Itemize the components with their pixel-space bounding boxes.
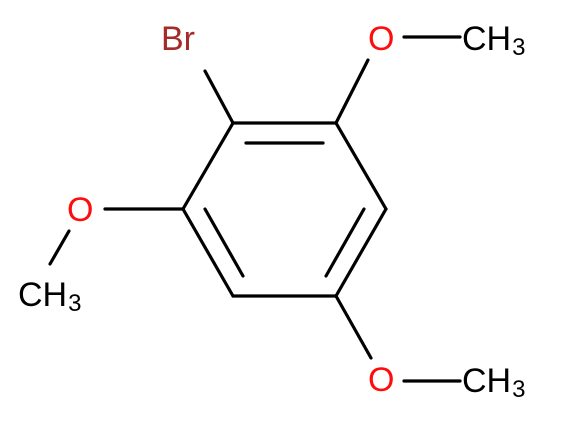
methyl-label-bottom: CH3 [462,362,525,403]
methyl-text: CH [462,362,511,400]
c-br-bond [203,69,235,125]
o-methyl-bond [48,229,71,266]
ring-double-bond [324,207,366,278]
substituent-bonds [48,35,462,383]
methyl-subscript: 3 [512,376,525,403]
ring-o-bond [334,58,370,125]
methyl-label-left: CH3 [18,276,81,317]
methyl-text: CH [462,20,511,58]
aromatic-ring [181,121,388,298]
methyl-label-top: CH3 [462,20,525,61]
methyl-text: CH [18,276,67,314]
oxygen-label-left: O [67,191,93,229]
oxygen-label-bottom: O [368,361,394,399]
ring-bond [334,207,388,298]
oxygen-label-top: O [368,20,394,58]
ring-bond [334,121,388,211]
bromine-label: Br [161,20,195,58]
ring-bond [181,121,235,211]
ring-bond [181,207,235,298]
ring-double-bond [203,207,245,278]
atom-labels: Br O O O CH3 CH3 CH3 [18,20,525,403]
ring-o-bond [334,294,373,360]
methyl-subscript: 3 [512,34,525,61]
methyl-subscript: 3 [68,290,81,317]
